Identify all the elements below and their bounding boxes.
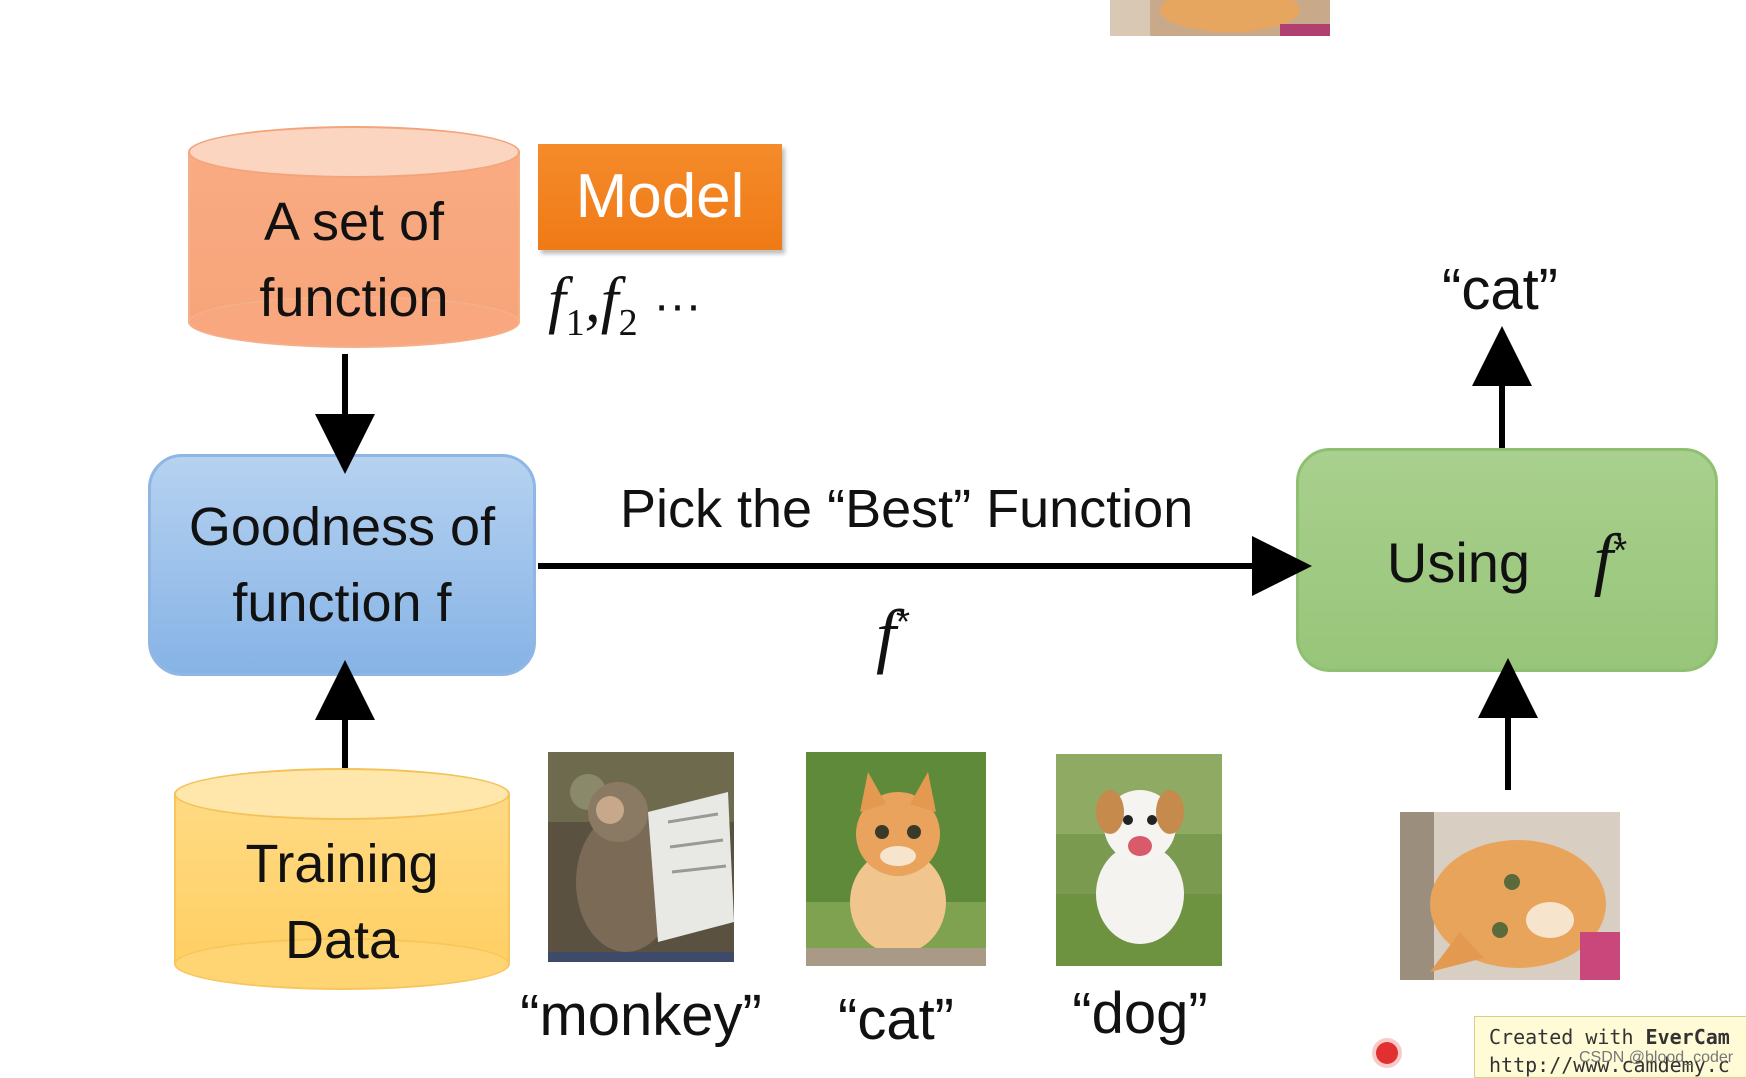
recording-dot-icon xyxy=(1376,1042,1398,1064)
dog-image xyxy=(1056,754,1222,966)
function-f2: f xyxy=(600,264,619,335)
caption-cat: “cat” xyxy=(838,987,954,1052)
caption-dog: “dog” xyxy=(1072,981,1208,1046)
function-list: f1,f2··· xyxy=(548,262,702,345)
training-label-line1: Training xyxy=(245,834,439,894)
fstar-f: f xyxy=(876,595,897,675)
pick-best-label: Pick the “Best” Function xyxy=(620,479,1194,539)
watermark-prefix: Created with xyxy=(1489,1025,1646,1049)
function-set-label-line1: A set of xyxy=(263,192,445,252)
goodness-label-line2: function f xyxy=(232,573,452,633)
function-set-cylinder: A set of function xyxy=(188,126,520,348)
fstar-star: * xyxy=(896,601,911,642)
fstar-under-arrow: f* xyxy=(876,594,910,677)
using-star: * xyxy=(1613,529,1628,571)
input-cat-image xyxy=(1400,812,1620,980)
monkey-image xyxy=(548,752,734,962)
function-set-label-line2: function xyxy=(259,268,449,328)
partial-cat-image-top xyxy=(1110,0,1330,36)
caption-monkey: “monkey” xyxy=(520,983,762,1048)
watermark-brand: EverCam xyxy=(1645,1025,1730,1049)
using-word: Using xyxy=(1386,531,1531,594)
function-f1: f xyxy=(548,264,566,335)
csdn-credit: CSDN @blood_coder xyxy=(1579,1049,1734,1066)
training-label-line2: Data xyxy=(284,910,400,970)
evercam-watermark: Created with EverCam http://www.camdemy.… xyxy=(1474,1016,1746,1078)
training-data-cylinder: Training Data xyxy=(174,768,510,990)
function-f1-subscript: 1 xyxy=(565,301,585,344)
function-f2-subscript: 2 xyxy=(618,301,638,344)
model-tag: Model xyxy=(538,144,782,250)
cat-image xyxy=(806,752,986,966)
using-f: f xyxy=(1593,521,1614,598)
goodness-label-line1: Goodness of xyxy=(188,497,496,557)
output-label: “cat” xyxy=(1442,257,1558,322)
watermark-url: http://www.camdemy.c xyxy=(1489,1053,1730,1077)
function-ellipsis: ··· xyxy=(653,279,702,332)
function-comma: , xyxy=(584,264,601,335)
